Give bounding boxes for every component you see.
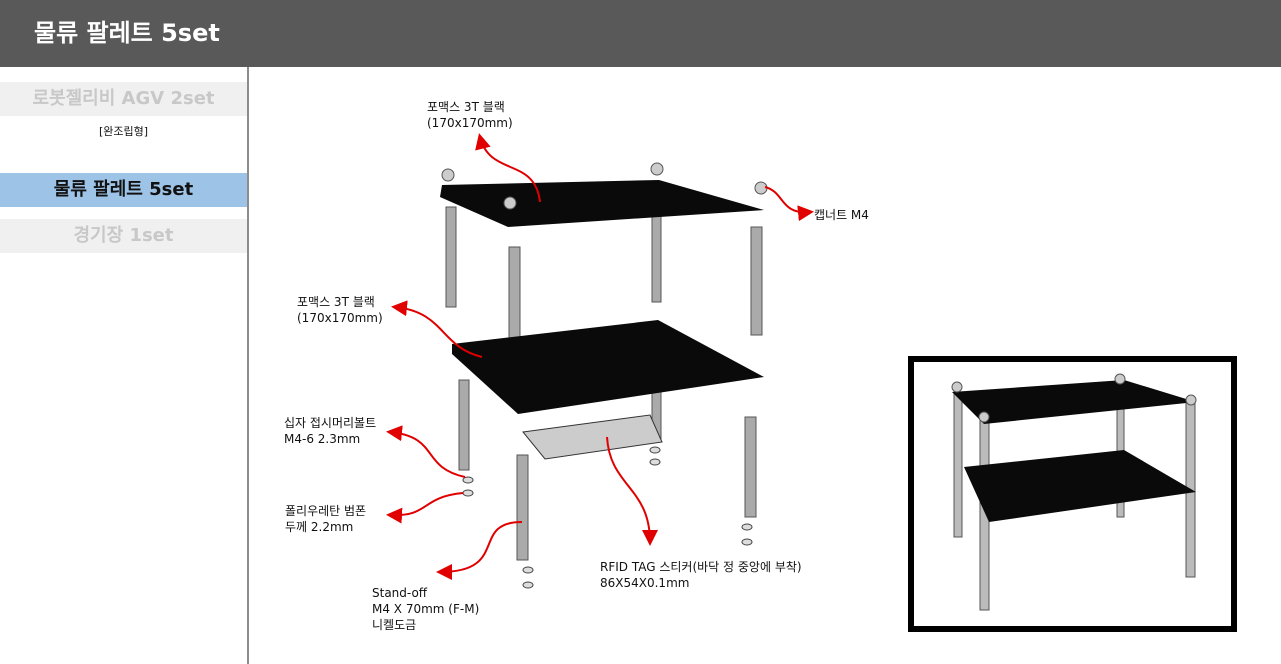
label-middle-plate: 포맥스 3T 블랙(170x170mm) — [297, 295, 383, 325]
exploded-diagram — [386, 133, 814, 589]
assembled-pallet-image — [908, 356, 1237, 632]
middle-plate — [452, 320, 764, 414]
label-rfid: RFID TAG 스티커(바닥 정 중앙에 부착)86X54X0.1mm — [600, 560, 802, 590]
label-top-plate: 포맥스 3T 블랙(170x170mm) — [427, 100, 513, 130]
sidebar-item-arena[interactable]: 경기장 1set — [0, 219, 247, 253]
rfid-tag — [522, 414, 663, 460]
bumpers — [462, 446, 753, 589]
callout-arrows — [386, 133, 814, 580]
sidebar-item-agv[interactable]: 로봇젤리비 AGV 2set — [0, 82, 247, 116]
cap-nuts — [441, 162, 768, 210]
standoffs — [445, 206, 763, 561]
sidebar-item-agv-sub: [완조립형] — [98, 125, 149, 138]
label-cap-nut: 캡너트 M4 — [814, 208, 869, 222]
sidebar: 로봇젤리비 AGV 2set [완조립형] 물류 팔레트 5set 경기장 1s… — [0, 67, 249, 664]
page-title: 물류 팔레트 5set — [0, 0, 1281, 67]
top-plate — [440, 180, 764, 227]
sidebar-item-pallet[interactable]: 물류 팔레트 5set — [0, 173, 247, 207]
